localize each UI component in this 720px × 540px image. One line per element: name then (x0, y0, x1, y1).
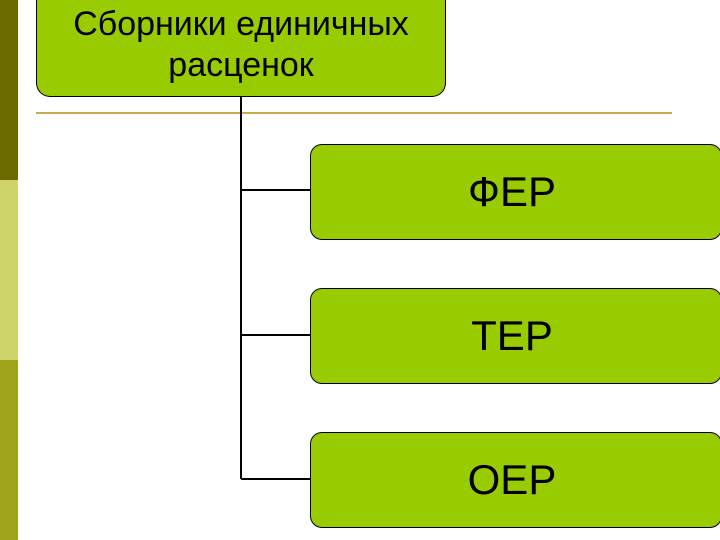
child-node-label-ter: ТЕР (471, 312, 553, 359)
root-node-box: Сборники единичных расценок (36, 0, 446, 97)
title-divider-line (36, 112, 672, 114)
root-node-label: Сборники единичных расценок (73, 5, 409, 84)
child-node-oer: ОЕР (310, 432, 720, 528)
decorative-stripe-top (0, 0, 18, 180)
child-node-label-oer: ОЕР (467, 456, 557, 503)
child-node-fer: ФЕР (310, 144, 720, 240)
decorative-stripe-bottom (0, 360, 18, 540)
child-node-ter: ТЕР (310, 288, 720, 384)
decorative-stripe-middle (0, 180, 18, 360)
child-node-label-fer: ФЕР (468, 168, 556, 215)
